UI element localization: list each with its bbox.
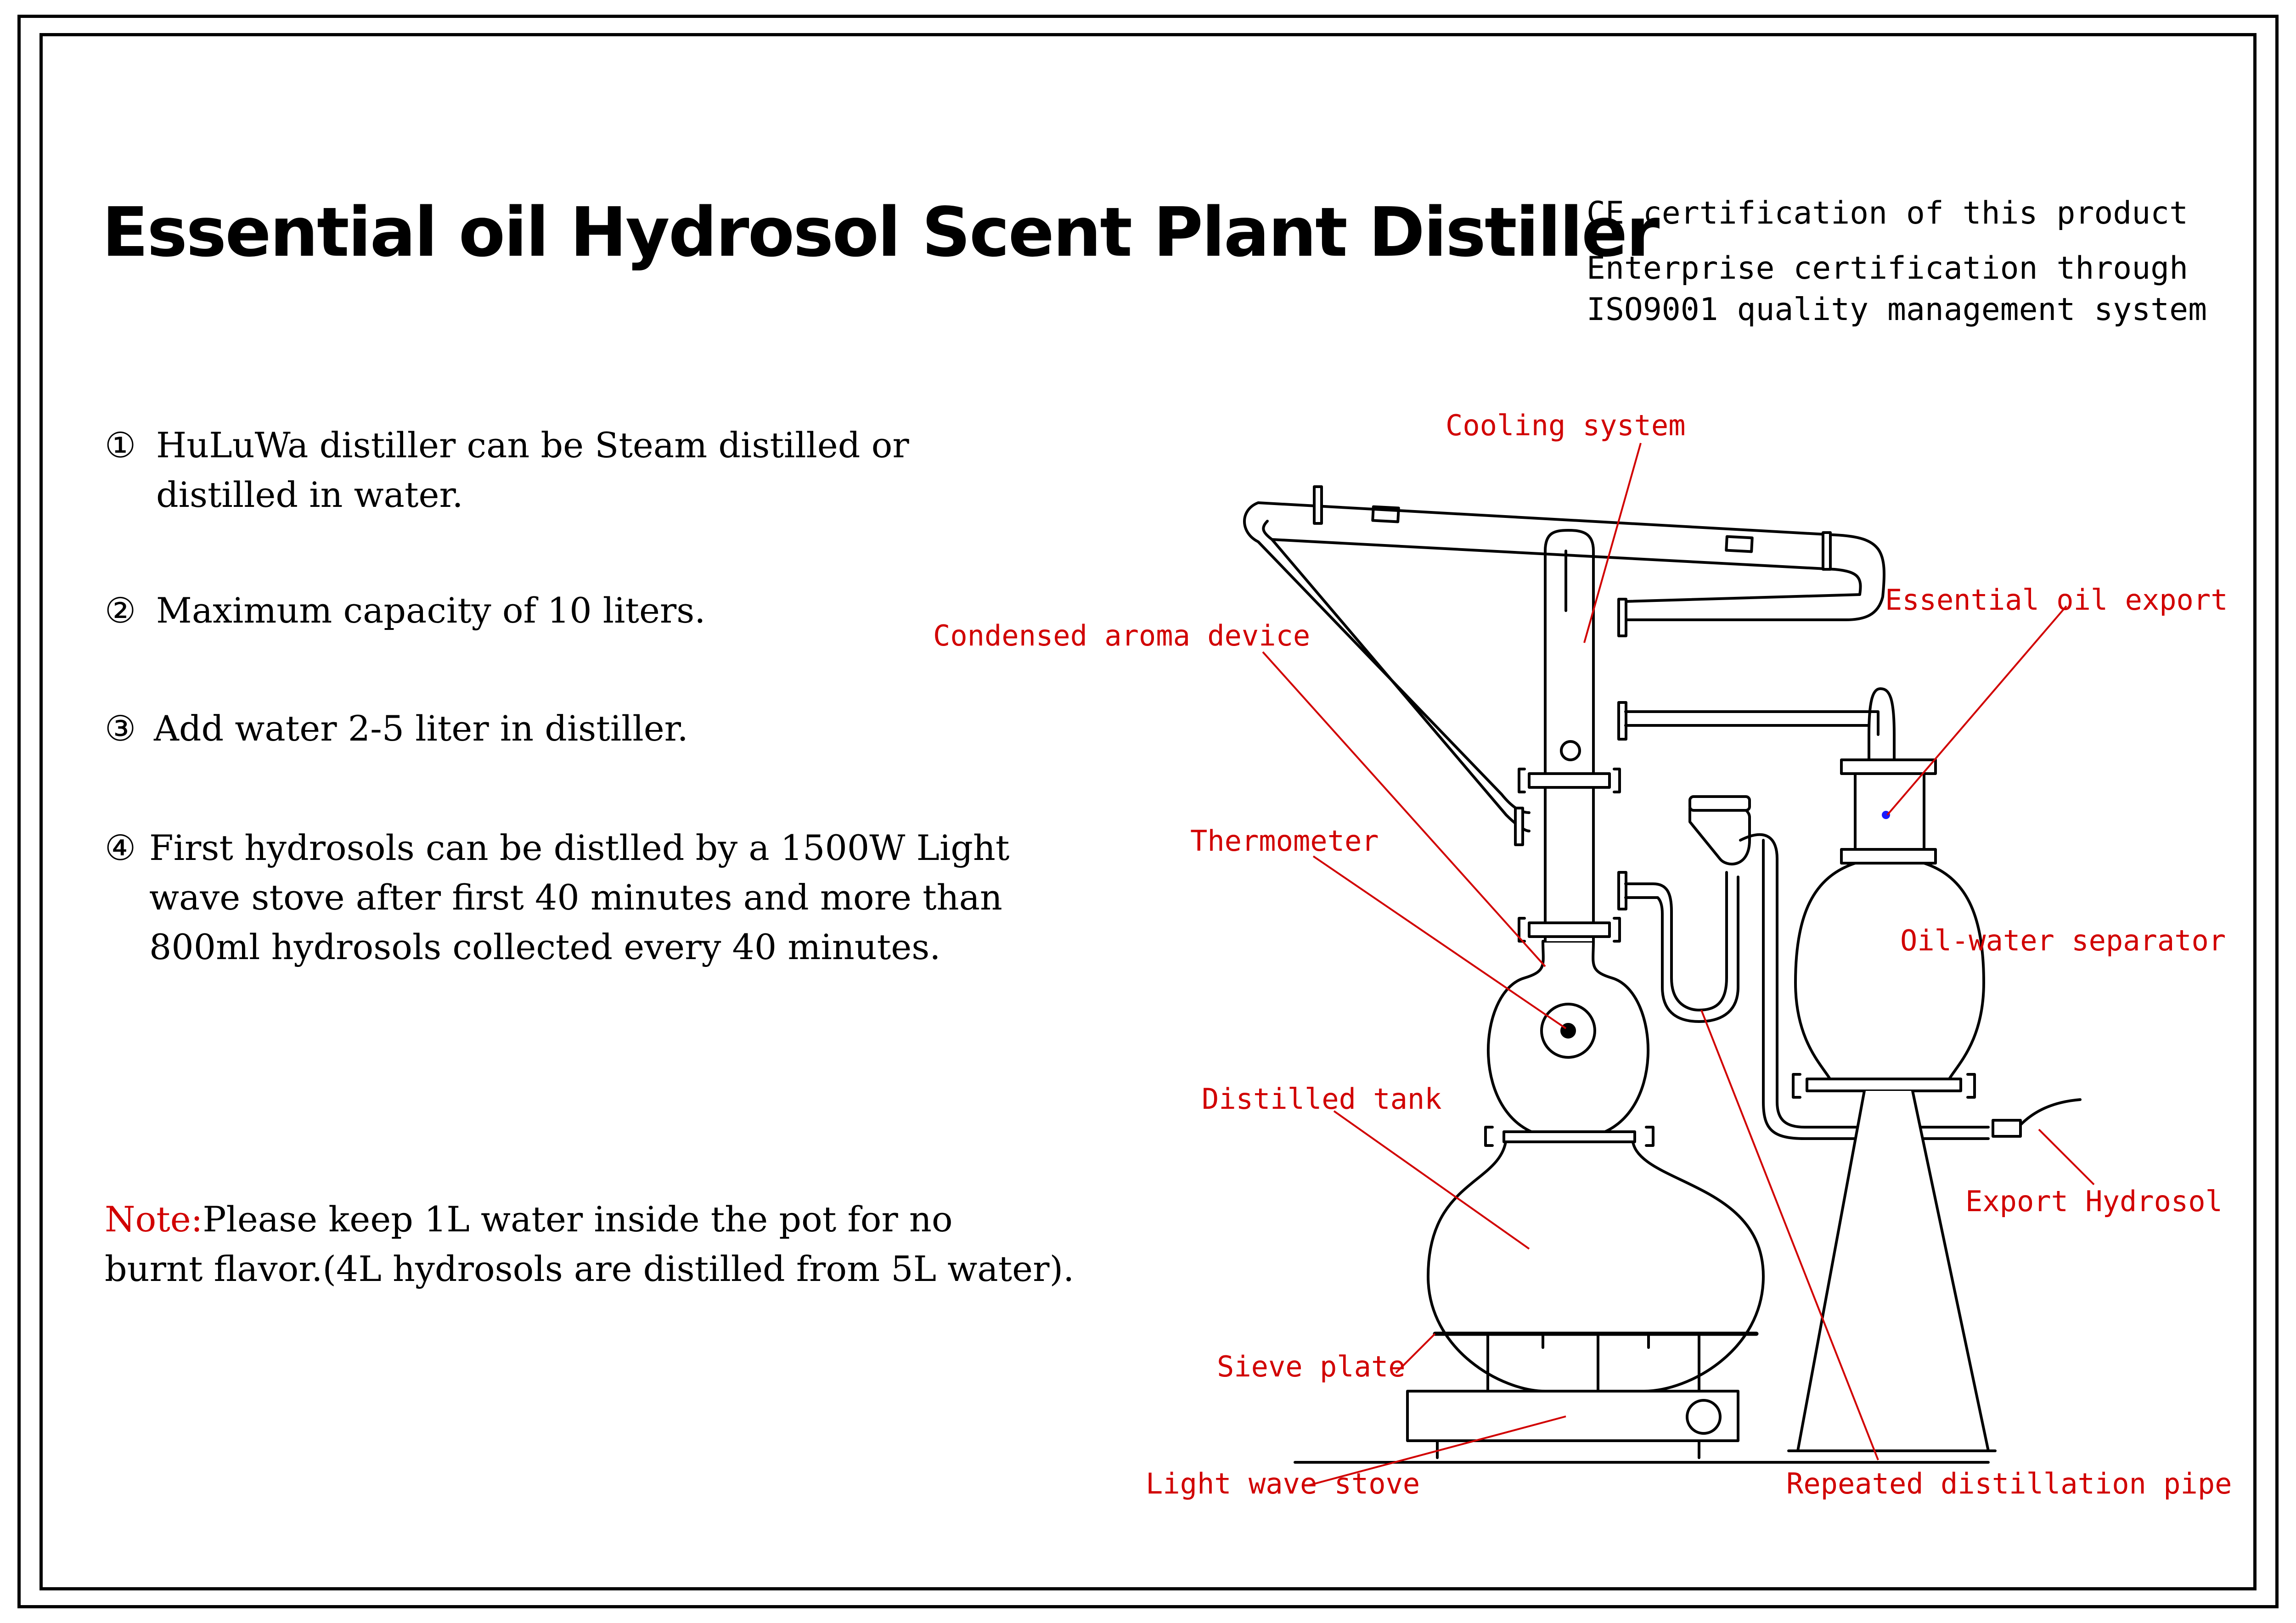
leader-export-hydrosol (2038, 1129, 2095, 1185)
note-line-1: Note:Please keep 1L water inside the pot… (105, 1195, 953, 1244)
return-pipe-inner (1262, 520, 1531, 832)
condenser-column (1544, 529, 1595, 943)
leader-essential-oil (1886, 605, 2067, 816)
label-repeated-distillation-pipe: Repeated distillation pipe (1786, 1467, 2232, 1500)
feature-1-line-2: distilled in water. (156, 474, 463, 515)
separator-stand (1796, 1089, 1990, 1452)
note-label: Note: (105, 1199, 203, 1240)
feature-1-marker: ① (105, 425, 136, 466)
return-pipe-outer (1243, 501, 1531, 814)
leader-thermometer (1312, 855, 1567, 1029)
note-text-1: Please keep 1L water inside the pot for … (203, 1199, 953, 1240)
thermometer-port (1540, 1003, 1596, 1059)
cert-line-1: CE certification of this product (1587, 195, 2189, 231)
label-distilled-tank: Distilled tank (1202, 1082, 1442, 1116)
distilled-tank-lower (1427, 1137, 1765, 1393)
feature-4-line-3: 800ml hydrosols collected every 40 minut… (149, 927, 941, 967)
note-line-2: burnt flavor.(4L hydrosols are distilled… (105, 1248, 1075, 1289)
feature-4-line-1: First hydrosols can be distlled by a 150… (149, 827, 1010, 868)
feature-3-line-1: Add water 2-5 liter in distiller. (154, 708, 688, 749)
label-oil-water-separator: Oil-water separator (1900, 924, 2226, 957)
label-condensed-aroma-device: Condensed aroma device (933, 619, 1311, 652)
inner-border (39, 33, 2257, 1590)
leader-distilled-tank (1333, 1110, 1530, 1250)
leader-cooling-system (1583, 443, 1642, 643)
cert-line-3: ISO9001 quality management system (1587, 292, 2207, 328)
feature-3-marker: ③ (105, 708, 136, 749)
repeated-distillation-pipe (1624, 871, 1728, 1011)
feature-2-marker: ② (105, 590, 136, 631)
leader-condensed-aroma (1262, 651, 1546, 967)
light-wave-stove-shape (1406, 1390, 1739, 1459)
label-light-wave-stove: Light wave stove (1146, 1467, 1420, 1500)
valve-handle (2019, 1098, 2082, 1126)
feature-2-line-1: Maximum capacity of 10 liters. (156, 590, 706, 631)
hydrosol-line (1739, 833, 1990, 1129)
outer-border (17, 15, 2279, 1608)
cooling-pipe-right (1624, 534, 1886, 621)
feature-4-marker: ④ (105, 827, 136, 868)
label-sieve-plate: Sieve plate (1217, 1350, 1406, 1383)
label-cooling-system: Cooling system (1446, 409, 1686, 442)
leader-repeated-pipe (1700, 1010, 1879, 1460)
cert-line-2: Enterprise certification through (1587, 250, 2189, 286)
leader-sieve-plate (1395, 1333, 1436, 1374)
distilled-tank-upper (1487, 940, 1649, 1138)
feature-4-line-2: wave stove after first 40 minutes and mo… (149, 877, 1002, 918)
page-title: Essential oil Hydrosol Scent Plant Disti… (102, 193, 1660, 272)
feature-1-line-1: HuLuWa distiller can be Steam distilled … (156, 425, 909, 466)
leader-light-wave-stove (1308, 1415, 1566, 1486)
label-thermometer: Thermometer (1190, 824, 1379, 858)
label-essential-oil-export: Essential oil export (1885, 583, 2228, 617)
label-export-hydrosol: Export Hydrosol (1965, 1185, 2223, 1218)
